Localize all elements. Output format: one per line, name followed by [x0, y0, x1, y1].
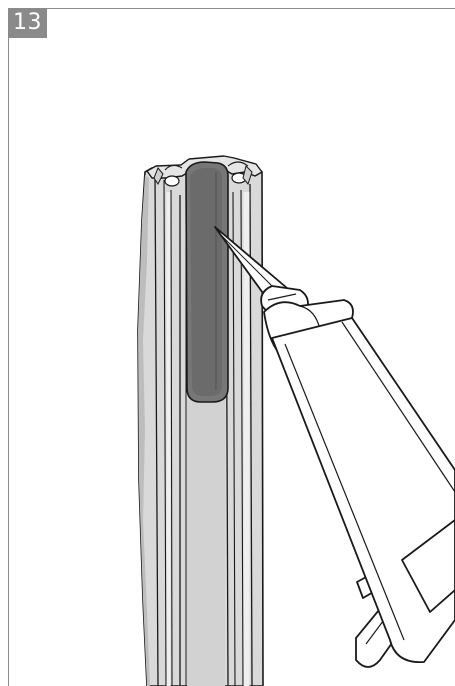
- caulking-gun-icon: [214, 226, 455, 668]
- step-number-badge: 13: [8, 8, 47, 38]
- sealant-bead-icon: [185, 161, 229, 403]
- step-frame: [8, 8, 455, 686]
